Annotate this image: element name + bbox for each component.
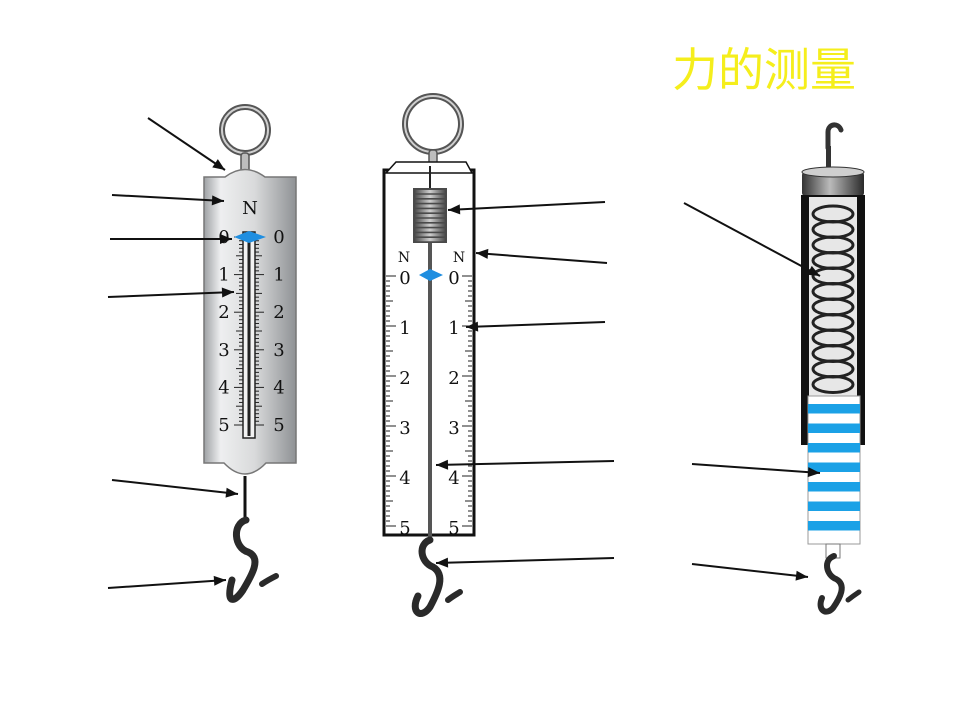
hook-icon: [817, 553, 845, 615]
blue-stripe: [808, 462, 860, 472]
spring-coil-icon: [811, 204, 855, 394]
coil-turn: [414, 228, 446, 232]
blue-stripe: [808, 521, 860, 531]
coil-turn: [414, 194, 446, 198]
tick-label-left: 2: [218, 302, 229, 323]
tube-cap: [802, 172, 864, 196]
unit-label-right: N: [453, 250, 465, 266]
coil-turn: [414, 209, 446, 213]
tick-label-left: 0: [399, 268, 410, 289]
blue-stripe: [808, 501, 860, 511]
coil-turn: [414, 190, 446, 194]
spring-scale-board-icon: N N 0 1 2 3 4 5 0 1 2 3 4 5: [382, 93, 476, 617]
tick-label-left: 3: [399, 418, 410, 439]
callout-line: [107, 579, 227, 589]
callout-line: [465, 321, 606, 328]
callout-line: [435, 557, 615, 564]
arrow-head: [212, 159, 225, 170]
callout-arrows: [107, 117, 821, 589]
tick-label-right: 1: [273, 265, 284, 286]
arrow-head: [221, 287, 234, 298]
sliding-rod: [807, 395, 861, 545]
tick-label-left: 4: [399, 468, 410, 489]
pointer-marker: [234, 231, 266, 243]
coil-turn: [414, 218, 446, 222]
tick-label-left: 1: [218, 265, 229, 286]
blue-stripe: [808, 404, 860, 414]
tick-label-left: 3: [218, 340, 229, 361]
tick-label-right: 2: [273, 302, 284, 323]
tick-label-left: 2: [399, 368, 410, 389]
arrow-head: [476, 248, 489, 259]
tick-label-left: 1: [399, 318, 410, 339]
tick-label-right: 3: [448, 418, 459, 439]
tick-label-right: 5: [448, 518, 459, 539]
arrow-head: [807, 467, 820, 478]
callout-line: [447, 201, 606, 211]
callout-line: [147, 117, 226, 171]
callout-line: [475, 252, 608, 264]
slide-title: 力的测量: [672, 43, 856, 97]
callout-line: [107, 291, 235, 298]
tick-label-right: 2: [448, 368, 459, 389]
callout-line: [691, 463, 821, 474]
tick-label-right: 4: [448, 468, 459, 489]
arrow-head: [466, 321, 479, 332]
tick-marks: [234, 236, 264, 426]
tick-label-left: 5: [399, 518, 410, 539]
arrow-head: [795, 570, 808, 581]
callout-line: [111, 194, 225, 202]
hook-icon: [411, 536, 444, 617]
pointer-marker: [419, 269, 443, 281]
coil-turn: [414, 238, 446, 242]
arrow-head: [220, 234, 232, 244]
arrow-head: [448, 204, 461, 215]
tick-label-left: 4: [218, 377, 229, 398]
arrow-head: [213, 575, 226, 586]
tick-label-right: 5: [273, 415, 284, 436]
blue-stripe: [808, 423, 860, 433]
unit-label-left: N: [398, 250, 410, 266]
tick-label-right: 0: [448, 268, 459, 289]
arrow-head: [436, 557, 449, 568]
coil-turn: [414, 214, 446, 218]
tick-label-right: 1: [448, 318, 459, 339]
arrow-head: [807, 265, 820, 276]
tick-marks: [386, 275, 472, 527]
callout-line: [435, 460, 615, 466]
callout-line: [683, 202, 821, 277]
arrow-head: [211, 195, 224, 206]
tick-label-right: 0: [273, 227, 284, 248]
arrow-head: [225, 487, 238, 498]
coil-turn: [414, 233, 446, 237]
callout-line: [111, 479, 239, 495]
unit-label: N: [242, 198, 258, 219]
tick-label-right: 3: [273, 340, 284, 361]
blue-stripe: [808, 482, 860, 492]
callout-line: [691, 563, 809, 578]
blue-stripe: [808, 443, 860, 453]
spring-scale-tube-icon: [801, 122, 865, 615]
coil-turn: [414, 204, 446, 208]
coil-turn: [414, 199, 446, 203]
tick-label-left: 5: [218, 415, 229, 436]
coil-turn: [811, 375, 855, 394]
arrow-head: [436, 459, 449, 470]
tick-label-right: 4: [273, 377, 284, 398]
spring-coil-icon: [413, 188, 447, 243]
hook-icon: [226, 516, 259, 603]
coil-turn: [414, 223, 446, 227]
